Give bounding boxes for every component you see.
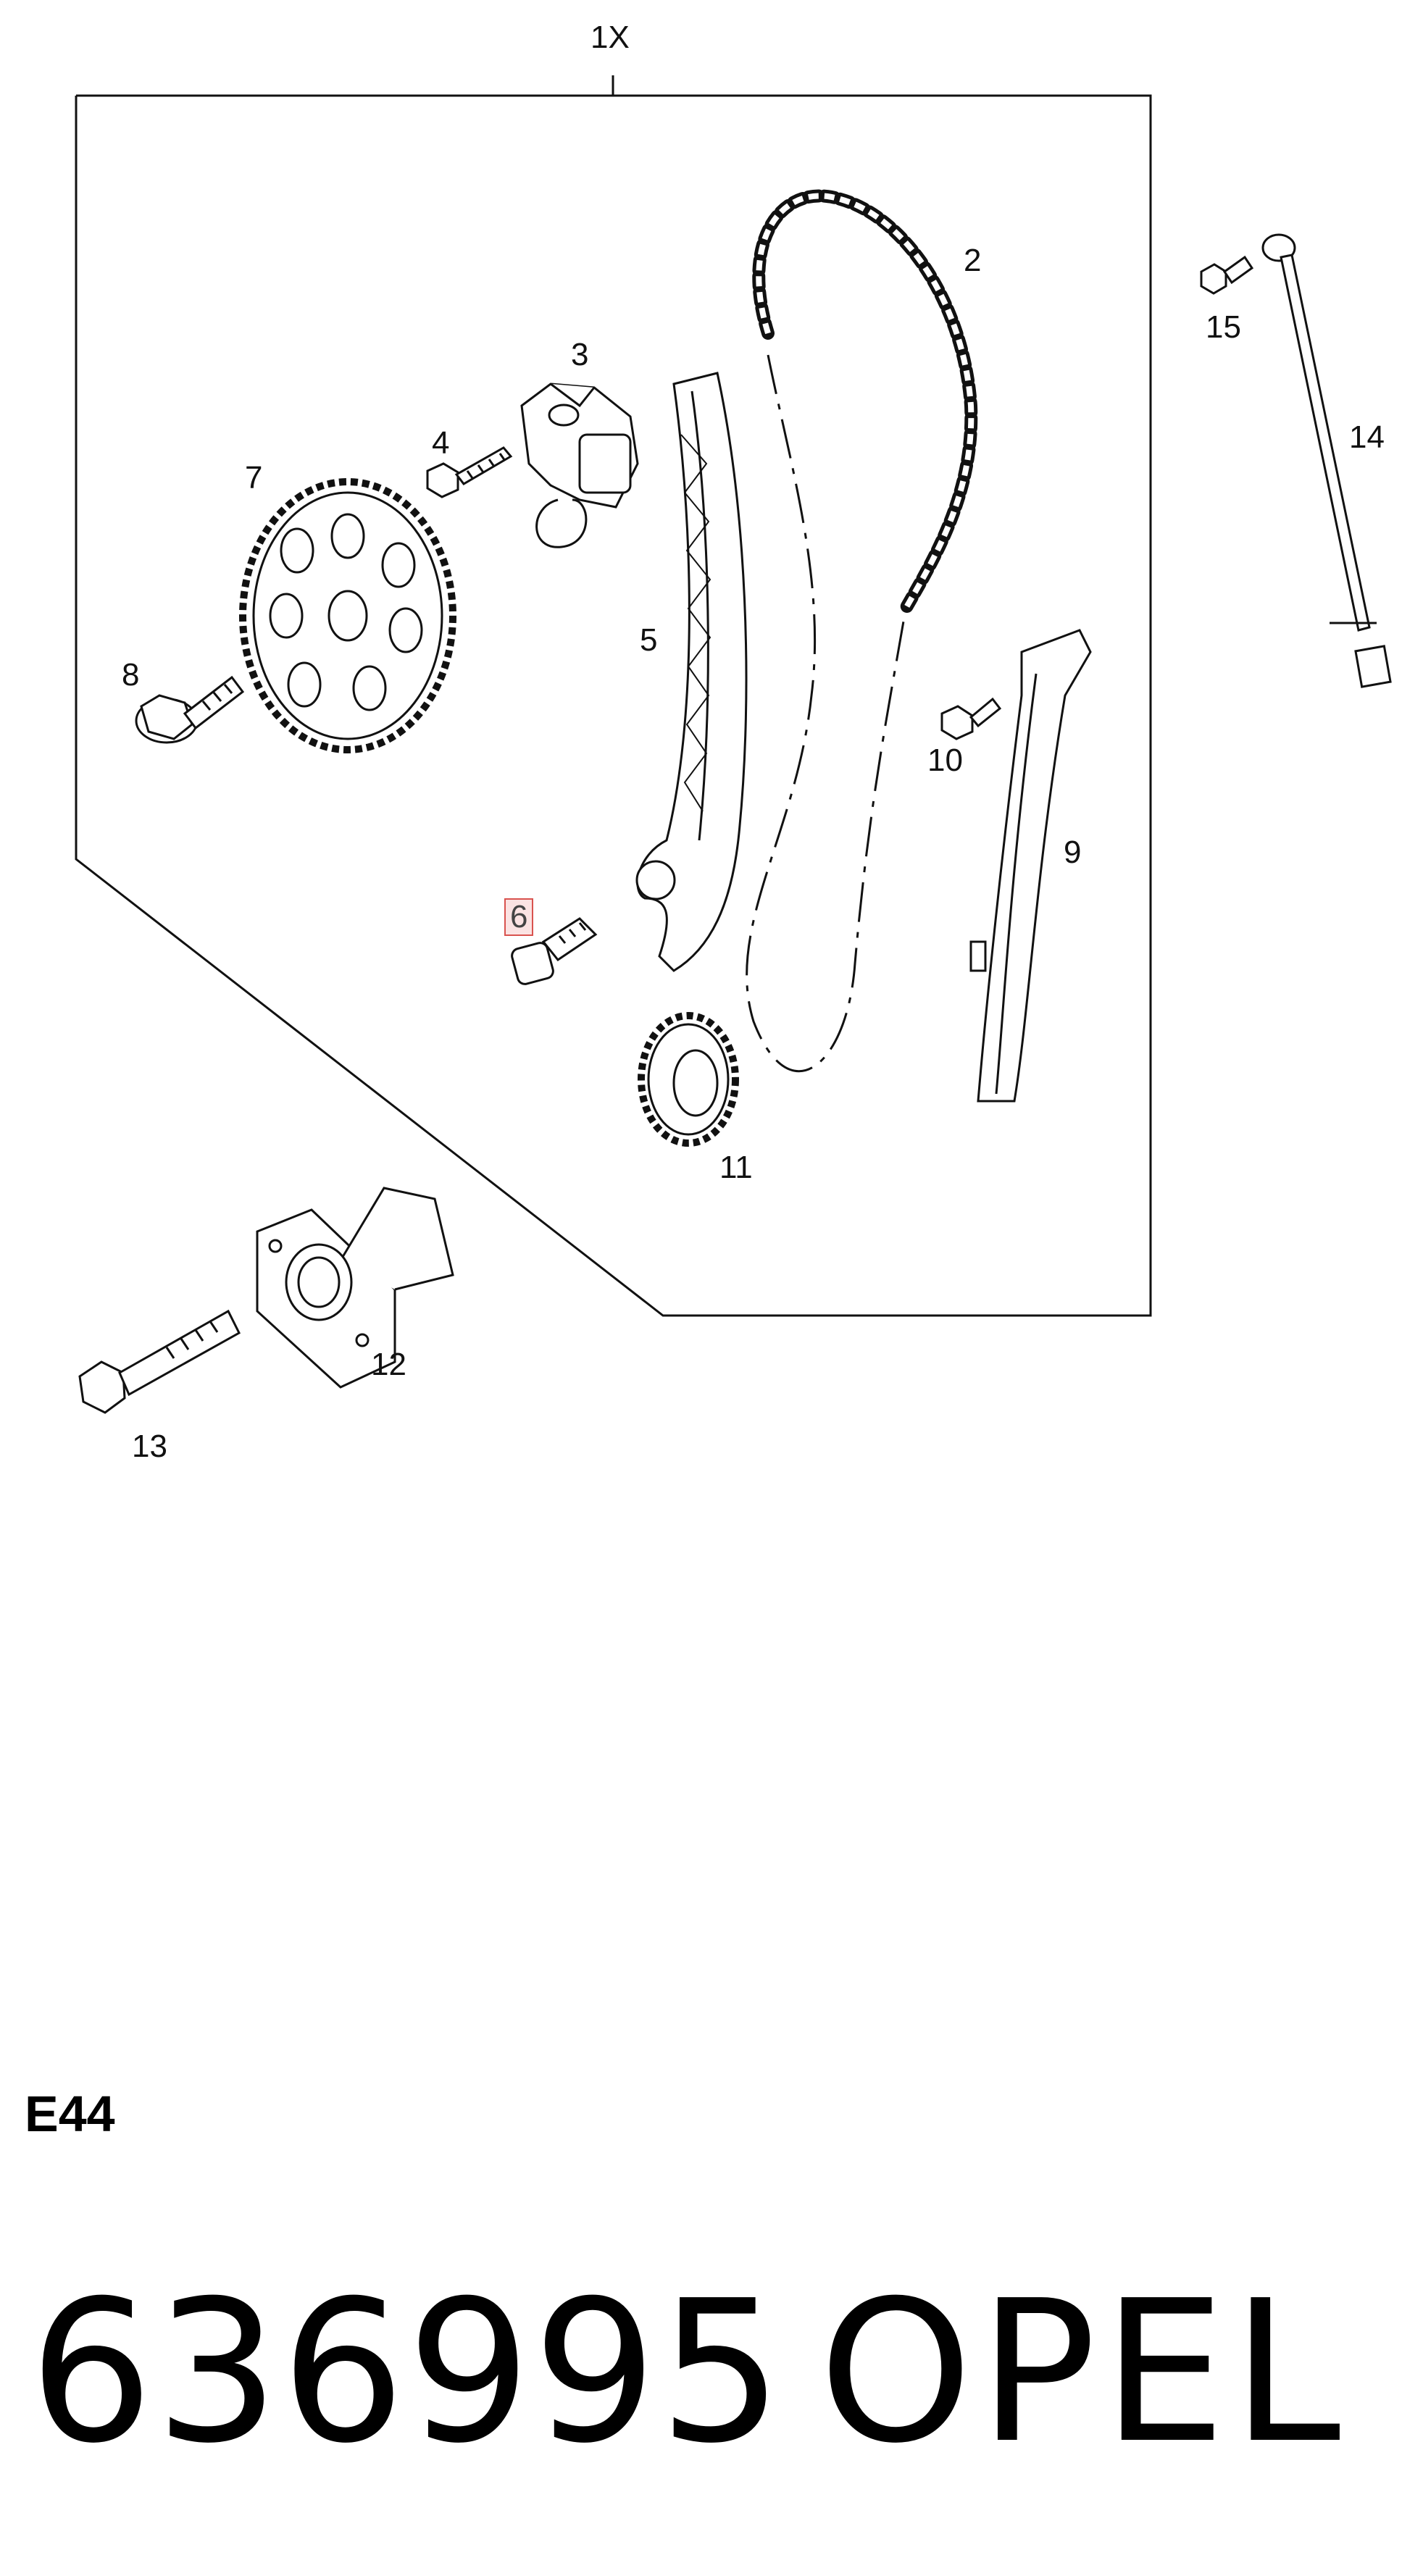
bearing-housing xyxy=(256,1187,454,1389)
guide-rail xyxy=(969,629,1092,1103)
section-code: E44 xyxy=(25,2086,115,2142)
callout-12[interactable]: 12 xyxy=(371,1347,406,1382)
tensioner-bolt xyxy=(426,446,513,498)
callout-10[interactable]: 10 xyxy=(927,743,963,778)
callout-2[interactable]: 2 xyxy=(964,243,982,278)
chain-tensioner xyxy=(520,382,639,548)
crankshaft-sprocket xyxy=(638,1012,739,1147)
guide-rod xyxy=(1261,233,1392,688)
callout-13[interactable]: 13 xyxy=(132,1429,167,1464)
callout-7[interactable]: 7 xyxy=(245,460,263,495)
callout-5[interactable]: 5 xyxy=(640,622,658,658)
rail-pivot-pin xyxy=(511,917,598,985)
timing-chain-exploded-diagram xyxy=(75,75,1392,1414)
camshaft-sprocket xyxy=(239,478,456,753)
guide-rail-bolt xyxy=(940,697,1002,740)
kit-label: 1X xyxy=(591,20,630,55)
timing-chain xyxy=(746,189,978,1073)
sprocket-bolt xyxy=(135,675,245,744)
callout-14[interactable]: 14 xyxy=(1349,419,1385,455)
callout-4[interactable]: 4 xyxy=(432,425,450,461)
callout-15[interactable]: 15 xyxy=(1206,309,1241,345)
part-number: 636995 xyxy=(29,2258,785,2486)
callout-11[interactable]: 11 xyxy=(719,1150,753,1185)
kit-boundary xyxy=(75,75,1152,1317)
callout-3[interactable]: 3 xyxy=(571,337,589,372)
rod-bolt xyxy=(1200,255,1254,295)
brand-name: OPEL xyxy=(819,2258,1347,2486)
callout-6[interactable]: 6 xyxy=(504,898,534,936)
housing-bolt xyxy=(78,1309,241,1414)
tensioner-rail xyxy=(635,372,748,972)
callout-9[interactable]: 9 xyxy=(1064,835,1082,870)
callout-8[interactable]: 8 xyxy=(122,657,140,693)
